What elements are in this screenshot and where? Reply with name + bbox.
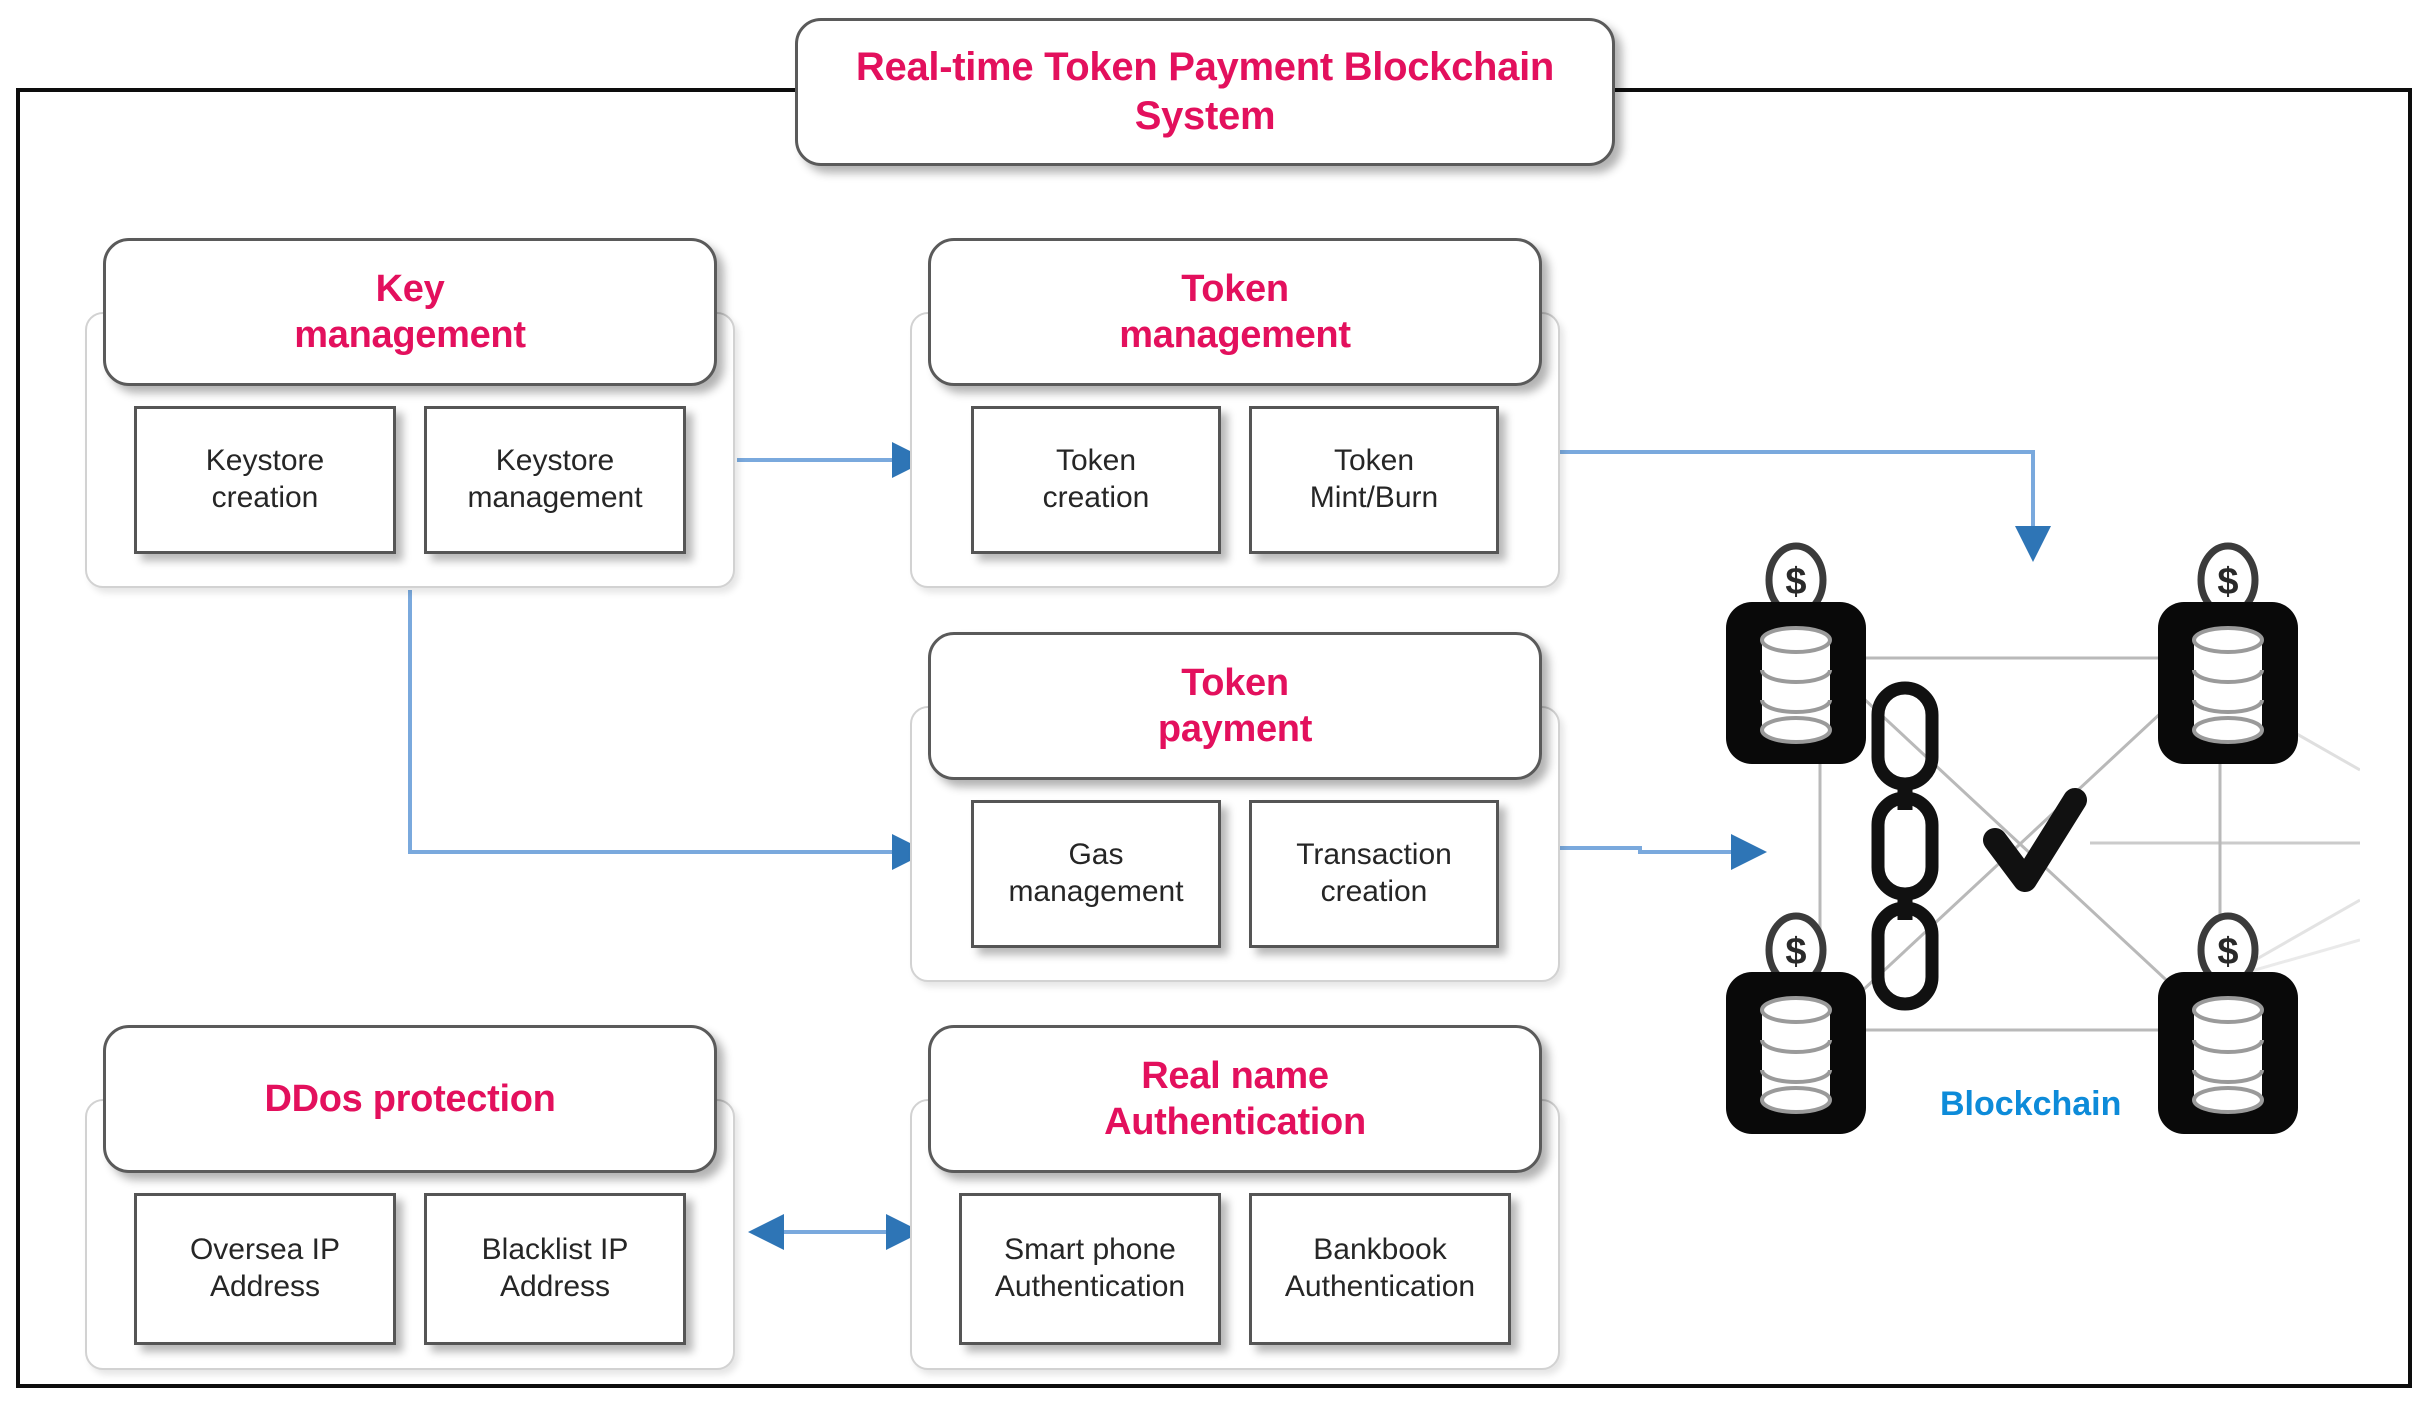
sub-box-line-1: Blacklist IP bbox=[481, 1233, 629, 1267]
module-title-line-1: Key bbox=[375, 267, 445, 310]
system-title-line-2: System bbox=[1134, 94, 1276, 138]
module-header-real-name-authentication: Real name Authentication bbox=[928, 1025, 1542, 1173]
sub-box-text: Keystore management bbox=[467, 443, 642, 516]
sub-box-line-2: Authentication bbox=[1284, 1270, 1476, 1303]
sub-box-line-1: Keystore bbox=[205, 444, 325, 478]
module-item-row: Oversea IP Address Blacklist IP Address bbox=[85, 1193, 735, 1345]
module-title-line-1: DDos protection bbox=[264, 1077, 556, 1120]
blockchain-label: Blockchain bbox=[1940, 1085, 2122, 1123]
sub-box-bankbook-authentication[interactable]: Bankbook Authentication bbox=[1249, 1193, 1511, 1345]
module-token-payment[interactable]: Token payment Gas management Transaction… bbox=[910, 632, 1560, 982]
sub-box-text: Blacklist IP Address bbox=[482, 1232, 629, 1305]
sub-box-line-2: creation bbox=[211, 481, 319, 514]
sub-box-oversea-ip-address[interactable]: Oversea IP Address bbox=[134, 1193, 396, 1345]
module-title-line-2: management bbox=[294, 314, 526, 356]
sub-box-line-2: management bbox=[1008, 875, 1184, 908]
sub-box-text: Smart phone Authentication bbox=[995, 1232, 1185, 1305]
module-header-token-payment: Token payment bbox=[928, 632, 1542, 780]
svg-text:$: $ bbox=[1785, 931, 1806, 973]
sub-box-line-1: Token bbox=[1055, 444, 1137, 478]
module-title-text: DDos protection bbox=[254, 1076, 565, 1122]
sub-box-text: Token Mint/Burn bbox=[1310, 443, 1438, 516]
module-title-line-1: Real name bbox=[1141, 1054, 1329, 1097]
sub-box-line-1: Gas bbox=[1068, 838, 1124, 872]
sub-box-token-creation[interactable]: Token creation bbox=[971, 406, 1221, 554]
module-title-text: Key management bbox=[284, 266, 535, 359]
module-ddos-protection[interactable]: DDos protection Oversea IP Address Black… bbox=[85, 1025, 735, 1370]
blockchain-node: $ bbox=[2158, 912, 2298, 1134]
module-header-token-management: Token management bbox=[928, 238, 1542, 386]
sub-box-line-1: Token bbox=[1333, 444, 1415, 478]
module-item-row: Gas management Transaction creation bbox=[910, 800, 1560, 948]
sub-box-line-2: Authentication bbox=[994, 1270, 1186, 1303]
module-title-text: Token payment bbox=[1148, 660, 1322, 753]
sub-box-text: Oversea IP Address bbox=[190, 1232, 340, 1305]
module-header-ddos-protection: DDos protection bbox=[103, 1025, 717, 1173]
system-title-text: Real-time Token Payment Blockchain Syste… bbox=[830, 43, 1580, 141]
checkmark-icon bbox=[1983, 788, 2087, 892]
sub-box-line-2: creation bbox=[1042, 481, 1150, 514]
chain-link-icon bbox=[1871, 681, 1939, 1011]
sub-box-text: Gas management bbox=[1008, 837, 1183, 910]
sub-box-line-1: Oversea IP bbox=[189, 1233, 341, 1267]
system-title-banner: Real-time Token Payment Blockchain Syste… bbox=[795, 18, 1615, 166]
module-real-name-authentication[interactable]: Real name Authentication Smart phone Aut… bbox=[910, 1025, 1560, 1370]
sub-box-line-2: creation bbox=[1320, 875, 1428, 908]
sub-box-line-1: Bankbook bbox=[1313, 1233, 1447, 1267]
module-title-text: Token management bbox=[1109, 266, 1360, 359]
svg-text:$: $ bbox=[2217, 931, 2238, 973]
sub-box-transaction-creation[interactable]: Transaction creation bbox=[1249, 800, 1499, 948]
sub-box-keystore-management[interactable]: Keystore management bbox=[424, 406, 686, 554]
sub-box-text: Token creation bbox=[1043, 443, 1150, 516]
module-token-management[interactable]: Token management Token creation Token Mi… bbox=[910, 238, 1560, 588]
module-title-line-1: Token bbox=[1181, 661, 1289, 704]
module-header-key-management: Key management bbox=[103, 238, 717, 386]
module-item-row: Smart phone Authentication Bankbook Auth… bbox=[910, 1193, 1560, 1345]
svg-text:$: $ bbox=[1785, 561, 1806, 603]
blockchain-node: $ bbox=[2158, 542, 2298, 764]
sub-box-text: Bankbook Authentication bbox=[1285, 1232, 1475, 1305]
blockchain-illustration: $ $ $ bbox=[1726, 542, 2360, 1134]
module-item-row: Token creation Token Mint/Burn bbox=[910, 406, 1560, 554]
module-title-line-2: management bbox=[1119, 314, 1351, 356]
sub-box-line-2: Address bbox=[209, 1270, 321, 1303]
module-title-line-2: Authentication bbox=[1104, 1101, 1366, 1143]
module-title-text: Real name Authentication bbox=[1094, 1053, 1376, 1146]
svg-text:$: $ bbox=[2217, 561, 2238, 603]
module-title-line-1: Token bbox=[1181, 267, 1289, 310]
sub-box-text: Transaction creation bbox=[1296, 837, 1452, 910]
sub-box-line-2: Mint/Burn bbox=[1309, 481, 1439, 514]
blockchain-node: $ bbox=[1726, 912, 1866, 1134]
module-title-line-2: payment bbox=[1157, 708, 1313, 750]
sub-box-line-1: Transaction bbox=[1296, 838, 1452, 872]
sub-box-keystore-creation[interactable]: Keystore creation bbox=[134, 406, 396, 554]
sub-box-gas-management[interactable]: Gas management bbox=[971, 800, 1221, 948]
sub-box-smart-phone-authentication[interactable]: Smart phone Authentication bbox=[959, 1193, 1221, 1345]
sub-box-token-mint-burn[interactable]: Token Mint/Burn bbox=[1249, 406, 1499, 554]
sub-box-line-1: Smart phone bbox=[1004, 1233, 1176, 1267]
sub-box-line-1: Keystore bbox=[495, 444, 615, 478]
system-title-line-1: Real-time Token Payment Blockchain bbox=[855, 45, 1555, 90]
sub-box-line-2: management bbox=[467, 481, 643, 514]
module-key-management[interactable]: Key management Keystore creation Keystor… bbox=[85, 238, 735, 588]
sub-box-text: Keystore creation bbox=[206, 443, 324, 516]
blockchain-node: $ bbox=[1726, 542, 1866, 764]
sub-box-blacklist-ip-address[interactable]: Blacklist IP Address bbox=[424, 1193, 686, 1345]
module-item-row: Keystore creation Keystore management bbox=[85, 406, 735, 554]
sub-box-line-2: Address bbox=[499, 1270, 611, 1303]
